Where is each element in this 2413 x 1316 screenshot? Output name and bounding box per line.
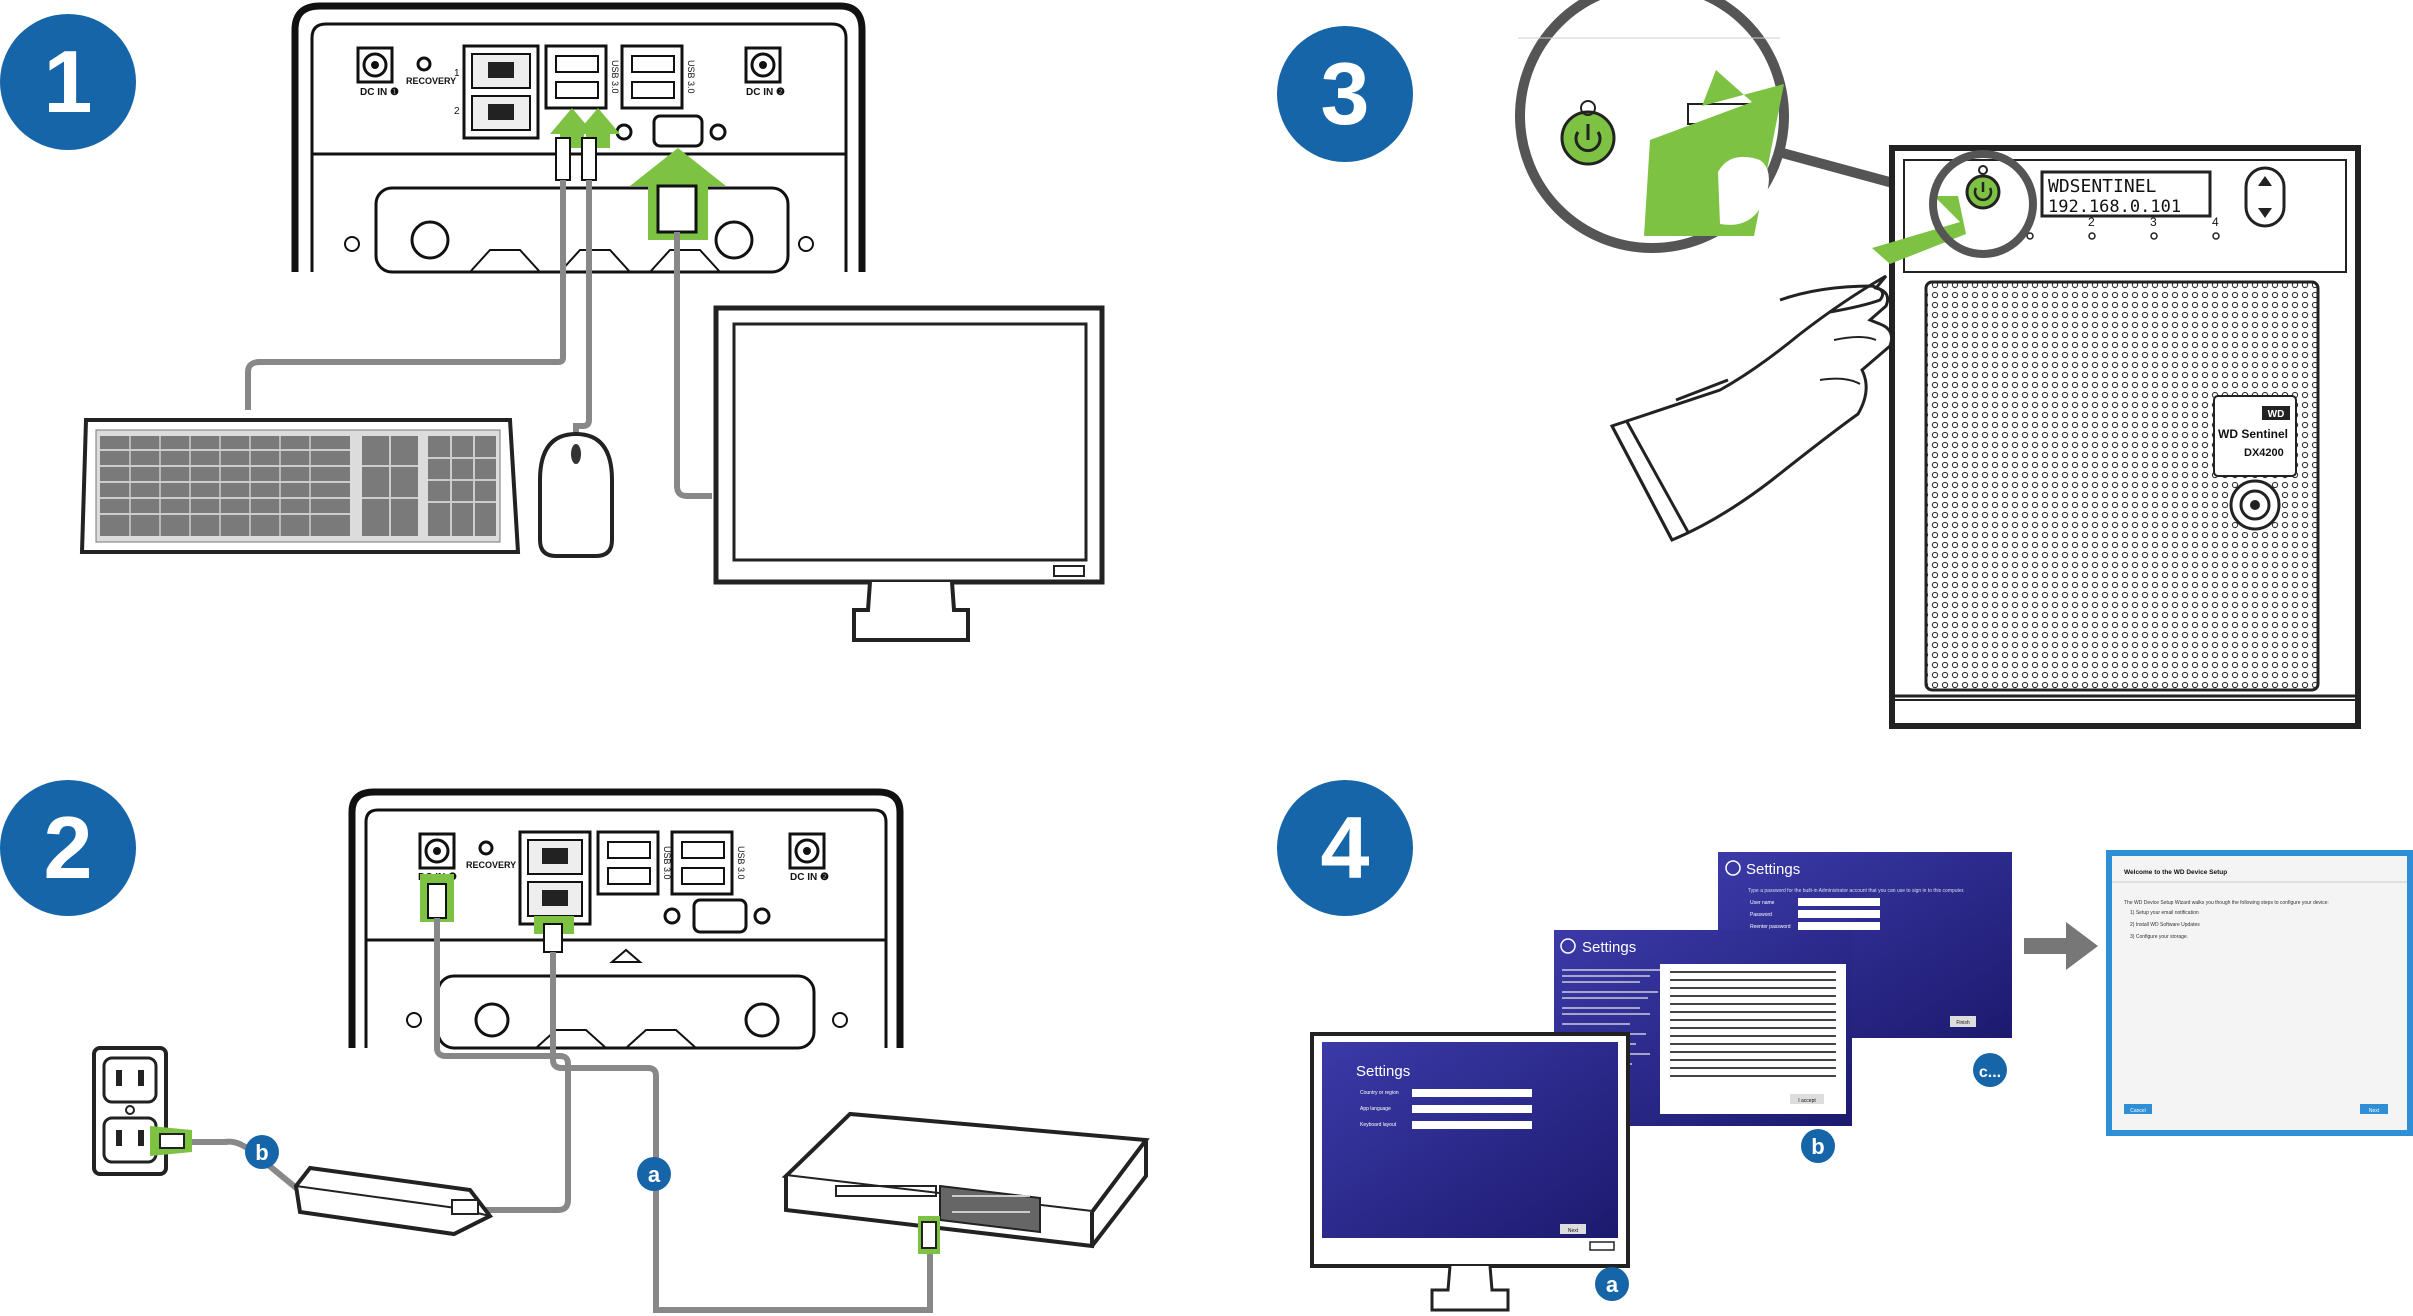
wizard-title: Welcome to the WD Device Setup [2124, 869, 2227, 876]
step-number-4: 4 [1321, 798, 1370, 897]
p2-recovery-label: RECOVERY [466, 860, 516, 870]
screen-a-field-1: Country or region [1360, 1090, 1399, 1096]
lan-port-1-label: 1 [454, 68, 460, 79]
wizard-step-2: 2) Install WD Software Updates [2130, 922, 2200, 928]
wizard-cancel-label: Cancel [2130, 1108, 2146, 1114]
dc-in-2-label: DC IN ❷ [746, 87, 785, 98]
dc-in-1-label: DC IN ❶ [360, 87, 399, 98]
drive-number-3: 3 [2150, 215, 2157, 229]
step-badge-3: 3 [1277, 26, 1413, 162]
wizard-intro: The WD Device Setup Wizard walks you tho… [2124, 900, 2329, 906]
network-switch-illustration [781, 1111, 1150, 1254]
wizard-step-3: 3) Configure your storage. [2130, 934, 2188, 940]
callout-p4-c: c... [1973, 1053, 2007, 1087]
step-badge-4: 4 [1277, 780, 1413, 916]
monitor-illustration [713, 305, 1105, 642]
wd-sentinel-device-front: WDSENTINEL 192.168.0.101 1 2 3 4 WD WD S… [1872, 145, 2361, 729]
p2-usb-label-b: USB 3.0 [736, 846, 746, 880]
screen-b-accept-label: I accept [1798, 1098, 1816, 1104]
screen-a-field-3: Keyboard layout [1360, 1122, 1397, 1128]
panel-1-device-rear: DC IN ❶ RECOVERY 1 2 USB 3.0 USB 3.0 DC … [291, 2, 866, 274]
usb-label-a: USB 3.0 [610, 60, 620, 94]
p2-usb-label-a: USB 3.0 [662, 846, 672, 880]
screen-a-next-button[interactable] [1560, 1224, 1586, 1234]
callout-p2-a: a [637, 1157, 671, 1191]
product-name: WD Sentinel [2218, 427, 2288, 441]
step-badge-1: 1 [0, 14, 136, 150]
step-number-3: 3 [1321, 44, 1370, 143]
wizard-step-1: 1) Setup your email notification [2130, 910, 2199, 916]
panel-2-device-rear: DC IN ❶ RECOVERY USB 3.0 USB 3.0 DC IN ❷ [348, 788, 904, 1050]
step-badge-2: 2 [0, 780, 136, 916]
lcd-line-1: WDSENTINEL [2048, 176, 2157, 197]
zoom-magnifier [1515, 0, 1906, 253]
callout-p4-b: b [1801, 1129, 1835, 1163]
usb-label-b: USB 3.0 [686, 60, 696, 94]
hand-pressing-button-illustration [1609, 274, 1894, 542]
drive-number-2: 2 [2088, 215, 2095, 229]
wd-device-setup-wizard: Welcome to the WD Device Setup The WD De… [2106, 850, 2413, 1136]
lan-port-2-label: 2 [454, 106, 460, 117]
callout-p4-c-label: c... [1979, 1064, 2001, 1081]
step-number-2: 2 [44, 798, 93, 897]
screen-c-field-1: User name [1750, 900, 1775, 906]
screen-c-finish-button[interactable] [1950, 1016, 1976, 1027]
wall-outlet-illustration [92, 1046, 192, 1176]
wd-logo-badge: WD [2268, 409, 2285, 420]
screen-c-finish-label: Finish [1956, 1020, 1970, 1026]
callout-p4-a: a [1595, 1267, 1629, 1301]
callout-p2-b-label: b [255, 1140, 268, 1165]
screen-a-title: Settings [1356, 1063, 1410, 1080]
callout-p2-a-label: a [648, 1162, 661, 1187]
screen-c-intro: Type a password for the built-in Adminis… [1748, 888, 1965, 894]
recovery-label: RECOVERY [406, 76, 456, 86]
lcd-line-2: 192.168.0.101 [2048, 197, 2181, 217]
power-adapter-illustration [293, 1165, 494, 1237]
settings-screen-a-monitor: Settings Country or region App language … [1310, 1032, 1630, 1312]
screen-a-field-2: App language [1360, 1106, 1391, 1112]
mouse-illustration [538, 431, 614, 558]
wizard-next-button[interactable] [2360, 1104, 2388, 1114]
drive-number-4: 4 [2212, 215, 2219, 229]
step-number-1: 1 [44, 32, 93, 131]
screen-c-field-2: Password [1750, 912, 1772, 918]
screen-a-next-label: Next [1568, 1228, 1579, 1234]
screen-c-title: Settings [1746, 861, 1800, 878]
panel-1-cables [245, 137, 712, 499]
keyboard-illustration [79, 418, 521, 554]
next-step-arrow-icon [2024, 922, 2098, 970]
callout-p2-b: b [245, 1135, 279, 1169]
screen-b-title: Settings [1582, 939, 1636, 956]
callout-p4-a-label: a [1606, 1272, 1619, 1297]
wizard-cancel-button[interactable] [2124, 1104, 2152, 1114]
panel-2-cables [180, 883, 933, 1313]
product-model: DX4200 [2244, 447, 2284, 459]
callout-p4-b-label: b [1811, 1134, 1824, 1159]
p2-dc-in-2-label: DC IN ❷ [790, 872, 829, 883]
wizard-next-label: Next [2369, 1108, 2380, 1114]
screen-c-field-3: Reenter password [1750, 924, 1791, 930]
screen-b-accept-button[interactable] [1790, 1094, 1824, 1104]
